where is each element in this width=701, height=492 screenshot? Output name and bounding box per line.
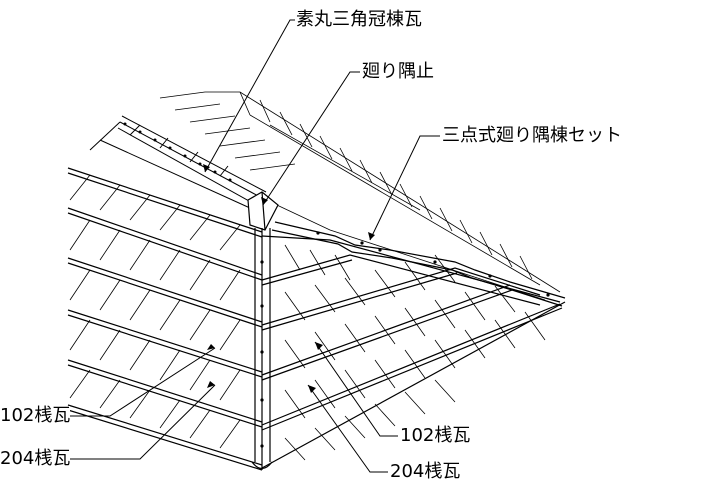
left-course-3b (68, 263, 262, 327)
arrowheads (203, 164, 375, 393)
label-ridge-tile: 素丸三角冠棟瓦 (296, 9, 422, 30)
left-course-1b (68, 173, 262, 237)
leader-ridge-tile (205, 20, 295, 172)
label-102-tile-right: 102桟瓦 (400, 425, 471, 446)
hip-end-stop (248, 192, 278, 230)
left-course-1 (68, 168, 262, 232)
left-course-2b (68, 213, 262, 280)
left-course-5b (68, 365, 262, 427)
left-course-4 (68, 310, 262, 372)
leader-lines (38, 20, 440, 472)
label-hip-end-stop: 廻り隅止 (362, 61, 434, 82)
left-course-2 (68, 208, 262, 275)
hip-stepped-dots (316, 231, 550, 297)
label-204-tile-right: 204桟瓦 (390, 461, 461, 482)
left-course-6b (68, 410, 262, 470)
leader-204-right (308, 385, 388, 472)
left-course-4b (68, 315, 262, 377)
left-course-3 (68, 258, 262, 322)
left-tile-joints (70, 175, 240, 448)
leader-hip-set (370, 136, 440, 240)
right-tile-courses (262, 236, 565, 468)
leader-hip-end (263, 72, 360, 205)
ridge-tile-dots (123, 122, 232, 182)
right-tile-joints (285, 245, 545, 460)
label-204-tile-left: 204桟瓦 (0, 448, 71, 469)
hip-vertical-dots (260, 260, 264, 448)
stepped-hip-ridge (272, 222, 565, 306)
left-course-5 (68, 360, 262, 422)
leader-204-left (42, 385, 215, 459)
front-hip-ridge (252, 228, 272, 470)
main-ridge (90, 116, 266, 208)
right-upper-slope (160, 92, 560, 300)
label-102-tile-left: 102桟瓦 (0, 405, 71, 426)
label-hip-ridge-set: 三点式廻り隅棟セット (442, 125, 622, 146)
leader-102-right (315, 342, 398, 436)
left-tile-courses (68, 168, 262, 470)
